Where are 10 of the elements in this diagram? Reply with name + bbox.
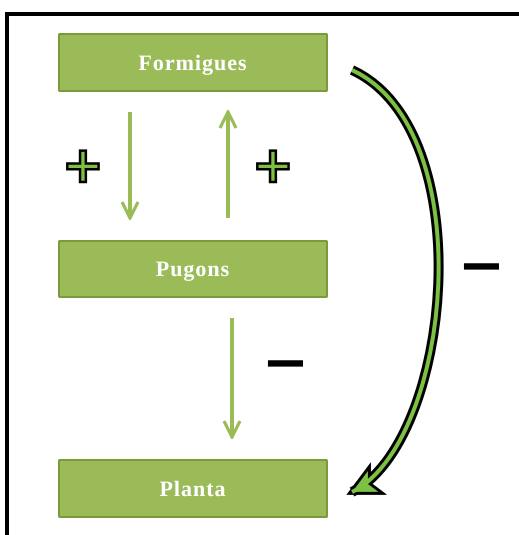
- arrow: [120, 112, 140, 220]
- node-label: Formigues: [138, 50, 248, 76]
- process-box: [58, 33, 328, 92]
- arrow: [218, 110, 238, 218]
- node-label: Pugons: [156, 256, 230, 282]
- process-box: [58, 459, 328, 518]
- process-box: [58, 240, 328, 298]
- node-label: Planta: [159, 476, 227, 502]
- curved-arrow: [348, 66, 444, 496]
- arrow: [222, 318, 242, 439]
